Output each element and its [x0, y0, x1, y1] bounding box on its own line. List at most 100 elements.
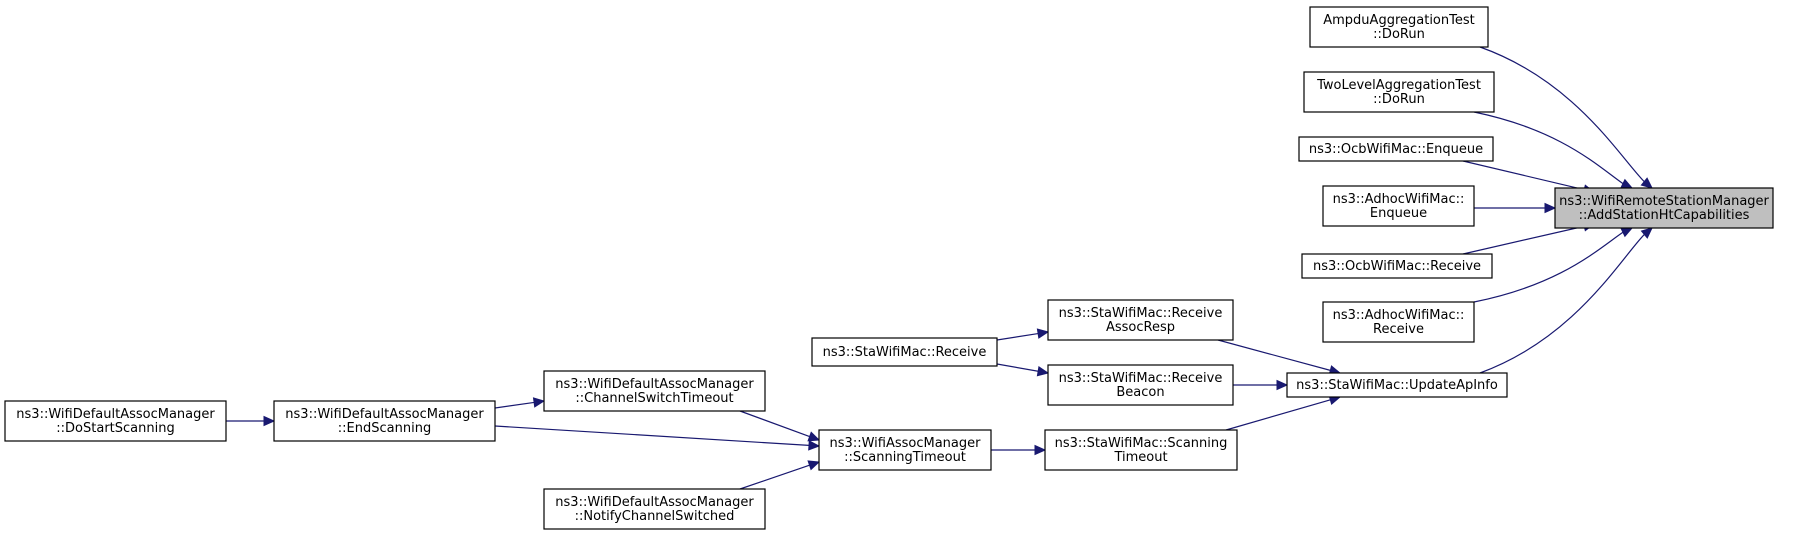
- edge-line: [1473, 111, 1624, 185]
- node-label-line: ns3::WifiDefaultAssocManager: [555, 495, 754, 510]
- edge-updateap-to-root: [1479, 227, 1653, 374]
- arrowhead-icon: [1620, 178, 1634, 189]
- edge-line: [1462, 160, 1585, 191]
- node-label-line: TwoLevelAggregationTest: [1316, 78, 1481, 93]
- node-assoc-scan-timeout[interactable]: ns3::WifiAssocManager::ScanningTimeout: [818, 429, 992, 471]
- edge-sta_receive-to-recv_beacon: [996, 363, 1050, 377]
- arrowhead-icon: [1034, 444, 1047, 456]
- edge-line: [996, 363, 1039, 372]
- edge-line: [1225, 399, 1331, 431]
- node-box: [1322, 185, 1475, 227]
- node-root[interactable]: ns3::WifiRemoteStationManager::AddStatio…: [1554, 187, 1774, 229]
- node-box: [1554, 187, 1774, 229]
- arrowhead-icon: [1036, 328, 1050, 339]
- node-label-line: ::NotifyChannelSwitched: [575, 509, 735, 524]
- node-box: [1303, 71, 1495, 113]
- node-label-line: ::EndScanning: [338, 421, 431, 436]
- edge-line: [494, 401, 535, 409]
- edge-scan_timeout_sta-to-updateap: [1225, 394, 1342, 431]
- arrowhead-icon: [1544, 202, 1557, 214]
- node-sta-receive[interactable]: ns3::StaWifiMac::Receive: [811, 337, 998, 367]
- node-label-line: ns3::AdhocWifiMac::: [1333, 308, 1465, 323]
- node-adhoc-enqueue[interactable]: ns3::AdhocWifiMac::Enqueue: [1322, 185, 1475, 227]
- node-label-line: ::ChannelSwitchTimeout: [575, 391, 733, 406]
- node-twolevel[interactable]: TwoLevelAggregationTest::DoRun: [1303, 71, 1495, 113]
- node-label-line: AssocResp: [1106, 320, 1175, 335]
- arrowhead-icon: [532, 397, 546, 408]
- edge-line: [1473, 231, 1624, 303]
- node-label-line: ns3::WifiDefaultAssocManager: [285, 407, 484, 422]
- arrowhead-icon: [1640, 227, 1653, 239]
- node-label-line: ::DoRun: [1373, 92, 1425, 107]
- node-label-line: AmpduAggregationTest: [1323, 13, 1474, 28]
- node-label-line: ::DoRun: [1373, 27, 1425, 42]
- node-box: [1286, 372, 1508, 398]
- node-ocb-enqueue[interactable]: ns3::OcbWifiMac::Enqueue: [1298, 136, 1494, 162]
- edge-line: [739, 464, 810, 490]
- node-label-line: ns3::StaWifiMac::Receive: [1059, 371, 1223, 386]
- edge-ampdu-to-root: [1479, 46, 1653, 189]
- edge-adhoc_receive-to-root: [1473, 227, 1634, 303]
- node-ocb-receive[interactable]: ns3::OcbWifiMac::Receive: [1301, 253, 1493, 279]
- node-box: [1044, 429, 1238, 471]
- node-ampdu[interactable]: AmpduAggregationTest::DoRun: [1309, 6, 1489, 48]
- node-label-line: ns3::StaWifiMac::Receive: [1059, 306, 1223, 321]
- edge-adhoc_enqueue-to-root: [1474, 202, 1557, 214]
- node-end-scanning[interactable]: ns3::WifiDefaultAssocManager::EndScannin…: [273, 400, 496, 442]
- edge-assoc_scan_timeout-to-scan_timeout_sta: [991, 444, 1047, 456]
- node-box: [543, 370, 766, 412]
- node-chan-switch[interactable]: ns3::WifiDefaultAssocManager::ChannelSwi…: [543, 370, 766, 412]
- edge-line: [996, 332, 1039, 341]
- node-label-line: ::DoStartScanning: [56, 421, 174, 436]
- node-do-start-scanning[interactable]: ns3::WifiDefaultAssocManager::DoStartSca…: [4, 400, 227, 442]
- node-box: [1322, 301, 1475, 343]
- node-label-line: ns3::StaWifiMac::UpdateApInfo: [1296, 378, 1498, 393]
- node-label-line: ::ScanningTimeout: [844, 450, 966, 465]
- edge-line: [1462, 225, 1585, 255]
- node-label-line: ns3::OcbWifiMac::Receive: [1313, 259, 1481, 274]
- node-label-line: ns3::StaWifiMac::Scanning: [1055, 436, 1228, 451]
- node-updateap[interactable]: ns3::StaWifiMac::UpdateApInfo: [1286, 372, 1508, 398]
- arrowhead-icon: [1036, 365, 1050, 377]
- edge-end_scanning-to-chan_switch: [494, 397, 546, 409]
- node-label-line: ::AddStationHtCapabilities: [1579, 208, 1750, 223]
- arrowhead-icon: [808, 440, 821, 451]
- edge-line: [1217, 339, 1331, 371]
- node-box: [4, 400, 227, 442]
- edge-line: [494, 425, 810, 446]
- node-box: [543, 488, 766, 530]
- node-label-line: ns3::WifiRemoteStationManager: [1559, 194, 1769, 209]
- node-scan-timeout-sta[interactable]: ns3::StaWifiMac::ScanningTimeout: [1044, 429, 1238, 471]
- nodes-layer: ns3::WifiRemoteStationManager::AddStatio…: [4, 6, 1774, 530]
- node-box: [1301, 253, 1493, 279]
- node-label-line: Receive: [1373, 322, 1424, 337]
- edge-recv_assoc-to-updateap: [1217, 339, 1342, 376]
- edge-line: [1479, 46, 1645, 183]
- edge-notify_switched-to-assoc_scan_timeout: [739, 460, 821, 490]
- node-adhoc-receive[interactable]: ns3::AdhocWifiMac::Receive: [1322, 301, 1475, 343]
- node-notify-switched[interactable]: ns3::WifiDefaultAssocManager::NotifyChan…: [543, 488, 766, 530]
- node-box: [818, 429, 992, 471]
- arrowhead-icon: [1640, 177, 1653, 189]
- edge-line: [739, 410, 810, 438]
- node-label-line: ns3::StaWifiMac::Receive: [823, 345, 987, 360]
- edge-do_start_scanning-to-end_scanning: [226, 415, 276, 427]
- arrowhead-icon: [1620, 227, 1634, 238]
- node-box: [273, 400, 496, 442]
- arrowhead-icon: [263, 415, 276, 427]
- arrowhead-icon: [1276, 379, 1289, 391]
- node-label-line: Beacon: [1116, 385, 1164, 400]
- node-label-line: ns3::AdhocWifiMac::: [1333, 192, 1465, 207]
- node-label-line: Timeout: [1113, 450, 1167, 465]
- node-label-line: ns3::OcbWifiMac::Enqueue: [1309, 142, 1483, 157]
- node-label-line: ns3::WifiAssocManager: [830, 436, 982, 451]
- node-box: [811, 337, 998, 367]
- node-box: [1298, 136, 1494, 162]
- edge-recv_beacon-to-updateap: [1233, 379, 1289, 391]
- node-box: [1047, 299, 1234, 341]
- node-label-line: Enqueue: [1370, 206, 1427, 221]
- node-label-line: ns3::WifiDefaultAssocManager: [555, 377, 754, 392]
